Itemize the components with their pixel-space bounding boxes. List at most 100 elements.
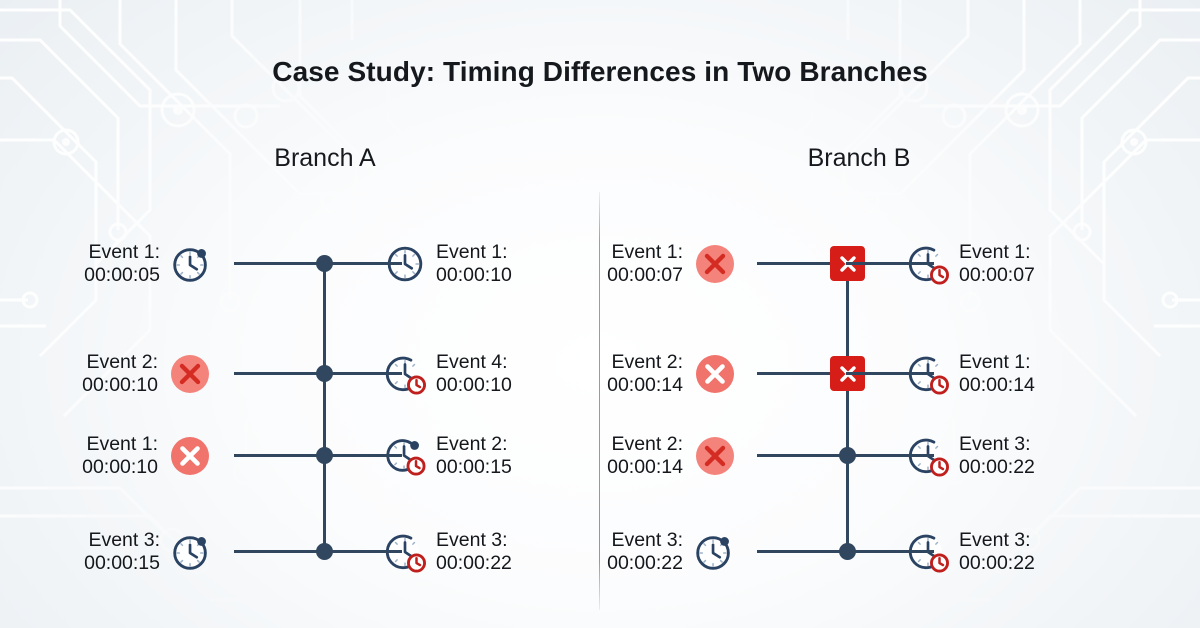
branch-divider [599, 192, 600, 610]
row-left-cell: Event 2: 00:00:14 [604, 350, 737, 398]
event-label: Event 3: 00:00:22 [607, 529, 683, 575]
stopwatch-icon [173, 248, 207, 282]
event-name: Event 1: [436, 241, 508, 263]
event-time: 00:00:22 [959, 456, 1035, 478]
event-time: 00:00:07 [607, 264, 683, 286]
event-label: Event 1: 00:00:05 [84, 241, 160, 287]
event-name: Event 1: [86, 433, 158, 455]
clock-alert-icon [385, 356, 426, 395]
event-label: Event 3: 00:00:22 [436, 529, 512, 575]
event-label: Event 1: 00:00:07 [959, 241, 1035, 287]
event-time: 00:00:10 [436, 264, 512, 286]
event-name: Event 3: [88, 529, 160, 551]
row-left-cell: Event 2: 00:00:10 [18, 350, 214, 398]
event-name: Event 3: [959, 433, 1031, 455]
event-name: Event 4: [436, 351, 508, 373]
connector-left [234, 550, 326, 553]
connector-left [757, 550, 850, 553]
event-label: Event 3: 00:00:22 [959, 529, 1035, 575]
row-right-cell: Event 3: 00:00:22 [905, 529, 1164, 575]
event-name: Event 1: [959, 351, 1031, 373]
event-time: 00:00:10 [82, 456, 158, 478]
error-circle-icon [696, 245, 734, 283]
table-row: Event 1: 00:00:07 [604, 228, 1164, 300]
table-row: Event 1: 00:00:05 [18, 228, 578, 300]
row-right-cell: Event 4: 00:00:10 [382, 351, 578, 397]
connector-right [323, 550, 402, 553]
connector-left [234, 372, 326, 375]
event-time: 00:00:22 [959, 552, 1035, 574]
row-left-cell: Event 1: 00:00:07 [604, 240, 737, 288]
connector-left [757, 454, 850, 457]
event-time: 00:00:05 [84, 264, 160, 286]
row-right-cell: Event 3: 00:00:22 [905, 433, 1164, 479]
clock-alert-icon [385, 534, 426, 573]
event-time: 00:00:14 [959, 374, 1035, 396]
event-label: Event 1: 00:00:10 [82, 433, 158, 479]
branch-a-panel: Event 1: 00:00:05 [18, 228, 578, 588]
event-name: Event 2: [611, 351, 683, 373]
event-label: Event 2: 00:00:14 [607, 351, 683, 397]
connector-right [323, 454, 402, 457]
error-circle-white-icon [171, 437, 209, 475]
event-label: Event 3: 00:00:15 [84, 529, 160, 575]
table-row: Event 1: 00:00:10 [18, 420, 578, 492]
table-row: Event 2: 00:00:14 [604, 420, 1164, 492]
branch-b-title: Branch B [807, 144, 911, 172]
connector-right [846, 454, 934, 457]
event-name: Event 1: [959, 241, 1031, 263]
event-time: 00:00:22 [607, 552, 683, 574]
connector-left [757, 372, 850, 375]
row-left-cell: Event 3: 00:00:22 [604, 529, 737, 575]
connector-right [323, 262, 402, 265]
row-left-cell: Event 1: 00:00:05 [18, 241, 214, 287]
table-row: Event 2: 00:00:10 [18, 338, 578, 410]
stopwatch-icon [696, 536, 730, 570]
event-label: Event 1: 00:00:14 [959, 351, 1035, 397]
event-label: Event 4: 00:00:10 [436, 351, 512, 397]
event-time: 00:00:15 [436, 456, 512, 478]
connector-right [323, 372, 402, 375]
row-right-cell: Event 2: 00:00:15 [382, 433, 578, 479]
event-label: Event 1: 00:00:07 [607, 241, 683, 287]
table-row: Event 3: 00:00:22 [604, 516, 1164, 588]
row-right-cell: Event 3: 00:00:22 [382, 529, 578, 575]
event-name: Event 2: [611, 433, 683, 455]
error-circle-icon [696, 437, 734, 475]
branch-b-panel: Event 1: 00:00:07 [604, 228, 1164, 588]
row-left-cell: Event 1: 00:00:10 [18, 432, 214, 480]
row-left-cell: Event 3: 00:00:15 [18, 529, 214, 575]
event-time: 00:00:14 [607, 374, 683, 396]
event-name: Event 1: [88, 241, 160, 263]
branch-a-title: Branch A [274, 144, 376, 172]
event-name: Event 2: [86, 351, 158, 373]
row-right-cell: Event 1: 00:00:10 [382, 241, 578, 287]
event-name: Event 3: [436, 529, 508, 551]
connector-left [757, 262, 850, 265]
event-time: 00:00:15 [84, 552, 160, 574]
table-row: Event 3: 00:00:15 [18, 516, 578, 588]
event-name: Event 3: [959, 529, 1031, 551]
branch-b-spine [846, 264, 849, 552]
connector-left [234, 262, 326, 265]
error-circle-white-icon [696, 355, 734, 393]
event-label: Event 3: 00:00:22 [959, 433, 1035, 479]
connector-right [846, 550, 934, 553]
page-title: Case Study: Timing Differences in Two Br… [272, 56, 928, 87]
row-left-cell: Event 2: 00:00:14 [604, 432, 737, 480]
event-label: Event 1: 00:00:10 [436, 241, 512, 287]
event-time: 00:00:22 [436, 552, 512, 574]
connector-left [234, 454, 326, 457]
stopwatch-alert-icon [386, 439, 426, 476]
event-name: Event 1: [611, 241, 683, 263]
event-name: Event 3: [611, 529, 683, 551]
table-row: Event 2: 00:00:14 [604, 338, 1164, 410]
event-label: Event 2: 00:00:15 [436, 433, 512, 479]
event-time: 00:00:10 [82, 374, 158, 396]
connector-right [846, 262, 934, 265]
connector-right [846, 372, 934, 375]
event-time: 00:00:14 [607, 456, 683, 478]
event-name: Event 2: [436, 433, 508, 455]
event-time: 00:00:10 [436, 374, 512, 396]
event-label: Event 2: 00:00:14 [607, 433, 683, 479]
